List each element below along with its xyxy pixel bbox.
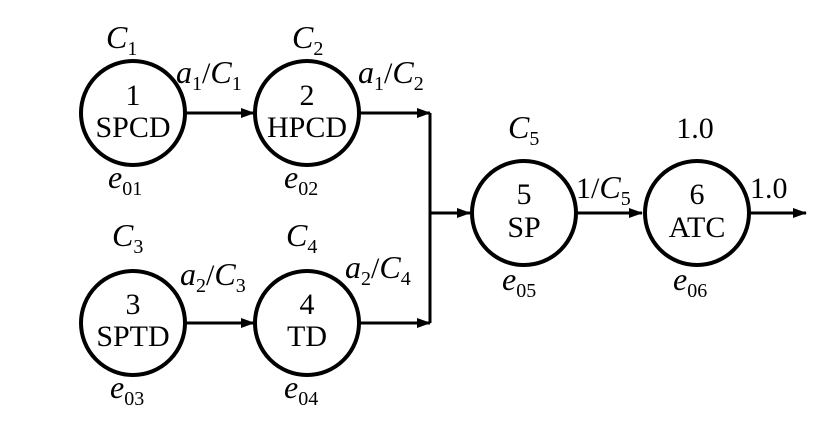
node-6: 6 ATC 1.0 e06 <box>643 112 751 302</box>
node-6-label: ATC <box>669 211 726 244</box>
node-4-bottom-label: e04 <box>284 369 318 410</box>
node-5: 5 SP C5 e05 <box>470 109 578 302</box>
node-5-number: 5 <box>517 178 532 211</box>
node-1: 1 SPCD C1 e01 <box>79 19 187 200</box>
node-1-circle <box>79 59 187 167</box>
node-6-number: 6 <box>690 178 705 211</box>
edge-5-6-label: 1/C5 <box>576 169 631 210</box>
node-4-number: 4 <box>300 288 315 321</box>
node-3-top-label: C3 <box>112 217 143 258</box>
node-3-circle <box>79 269 187 377</box>
node-3: 3 SPTD C3 e03 <box>79 217 187 410</box>
node-3-number: 3 <box>126 288 141 321</box>
node-3-label: SPTD <box>96 320 169 353</box>
edge-3-4-label: a2/C3 <box>180 256 246 297</box>
node-6-bottom-label: e06 <box>673 261 707 302</box>
edge-2-out-label: a1/C2 <box>358 54 424 95</box>
node-4-circle <box>253 269 361 377</box>
node-2: 2 HPCD C2 e02 <box>253 19 361 200</box>
node-1-label: SPCD <box>95 111 170 144</box>
node-6-top-label: 1.0 <box>676 112 714 145</box>
node-1-top-label: C1 <box>106 19 137 60</box>
node-5-label: SP <box>507 211 540 244</box>
node-2-circle <box>253 59 361 167</box>
node-3-bottom-label: e03 <box>110 369 144 410</box>
node-2-bottom-label: e02 <box>284 159 318 200</box>
node-1-bottom-label: e01 <box>108 159 142 200</box>
node-2-label: HPCD <box>267 111 347 144</box>
node-2-top-label: C2 <box>292 19 323 60</box>
edge-6-out-label: 1.0 <box>750 172 788 205</box>
node-1-number: 1 <box>126 79 141 112</box>
node-5-circle <box>470 159 578 267</box>
edge-4-out-label: a2/C4 <box>345 249 411 290</box>
node-6-circle <box>643 159 751 267</box>
node-2-number: 2 <box>300 79 315 112</box>
edge-1-2-label: a1/C1 <box>176 54 242 95</box>
node-4-label: TD <box>287 320 327 353</box>
node-5-top-label: C5 <box>508 109 539 150</box>
node-5-bottom-label: e05 <box>502 261 536 302</box>
node-4: 4 TD C4 e04 <box>253 217 361 410</box>
node-4-top-label: C4 <box>286 217 317 258</box>
